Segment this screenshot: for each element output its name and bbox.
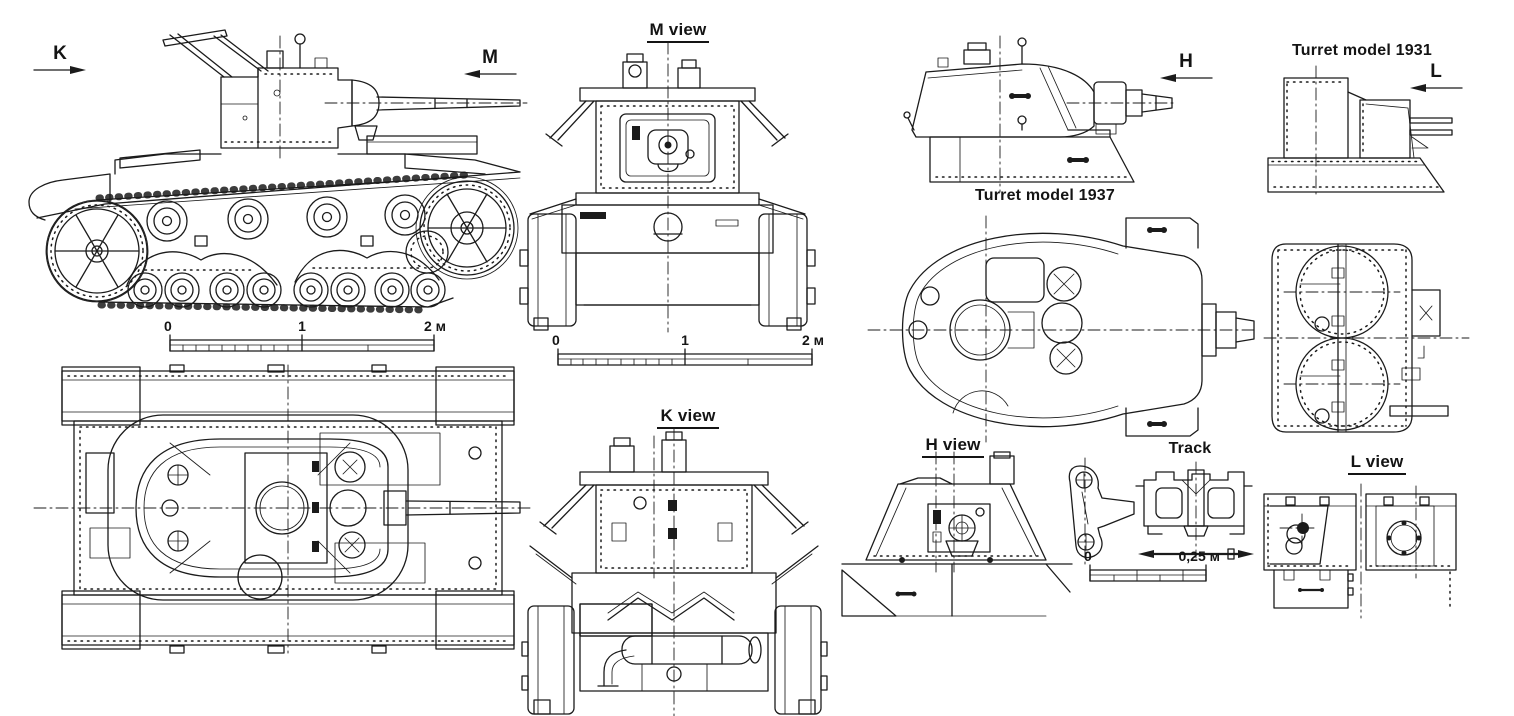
turret-front-view-drawing: [841, 451, 1073, 617]
front-turret: [545, 53, 789, 194]
t37-top-gun: [1201, 303, 1255, 357]
m-direction-label: M: [482, 47, 498, 68]
l-direction-arrow: [1410, 84, 1463, 92]
turret-1931-caption: Turret model 1931: [1291, 42, 1433, 59]
tank-side-view-drawing: [28, 29, 528, 314]
side-hull: [28, 135, 521, 221]
scale-tick: 0: [164, 318, 172, 334]
side-turret: [162, 29, 353, 161]
front-view-label: M view: [646, 20, 710, 43]
t37-side-gun: [1093, 81, 1173, 135]
t37-side-base: [929, 129, 1135, 183]
t37-side-turret: [903, 37, 1095, 138]
front-tracks: [519, 213, 816, 331]
scale-tick: 1: [298, 318, 306, 334]
front-hull: [529, 192, 806, 306]
scale-tick: 0,25 м: [1178, 548, 1221, 564]
scale-bar-track: 0 0,25 м: [1084, 548, 1220, 590]
turret-1931-front-view-label: L view: [1347, 452, 1407, 475]
side-running-gear: [45, 171, 519, 314]
scale-bar-graphic: [557, 348, 813, 366]
rear-tracks: [521, 605, 828, 715]
scale-tick: 0: [552, 332, 560, 348]
scale-tick: 2 м: [801, 332, 824, 348]
tank-top-view-drawing: [33, 364, 533, 654]
scale-bar-graphic: [1089, 564, 1207, 582]
top-turret: [135, 438, 521, 600]
k-direction-marker: K: [32, 44, 88, 76]
tank-rear-view-drawing: [521, 427, 828, 716]
turret-1937-caption: Turret model 1937: [974, 187, 1116, 204]
top-tracks: [61, 364, 515, 654]
track-link-face: [1135, 461, 1253, 559]
track-link-drawing: [1068, 457, 1254, 565]
turret-1937-top-drawing: [867, 215, 1257, 443]
turret-1931-side-drawing: [1267, 65, 1453, 195]
scale-tick: 2 м: [423, 318, 446, 334]
top-antenna-rail: [107, 414, 409, 601]
return-rollers: [146, 194, 426, 242]
k-direction-label: K: [53, 43, 67, 64]
rear-turret: [539, 431, 809, 574]
l-direction-label: L: [1430, 61, 1442, 82]
top-hull: [33, 364, 533, 654]
h-direction-label: H: [1179, 51, 1193, 72]
road-wheels: [127, 272, 446, 308]
track-caption: Track: [1168, 440, 1212, 457]
turret-1931-top-drawing: [1263, 243, 1470, 433]
m-direction-marker: M: [462, 48, 518, 80]
scale-bar-hull-side: 0 1 2 м: [164, 318, 446, 360]
rear-view-label: K view: [657, 406, 719, 429]
l-view-right-turret: [1365, 485, 1457, 611]
track-pin: [1138, 548, 1254, 560]
turret-1937-side-drawing: [903, 35, 1178, 193]
side-gun: [324, 79, 528, 141]
m-direction-arrow: [464, 70, 517, 78]
turret-1931-front-view-drawing: [1263, 483, 1457, 619]
t37-top-body: [901, 217, 1203, 437]
l-direction-marker: L: [1408, 62, 1464, 94]
l-view-left-turret: [1263, 493, 1357, 609]
scale-tick: 1: [681, 332, 689, 348]
k-direction-arrow: [33, 66, 86, 74]
tank-front-view-drawing: [519, 41, 816, 333]
h-direction-arrow: [1160, 74, 1213, 82]
t37-top-hatches: [908, 257, 1083, 414]
track-link-side-profile: [1068, 457, 1135, 565]
rear-hull: [529, 545, 819, 692]
h-direction-marker: H: [1158, 52, 1214, 84]
scale-bar-hull-front: 0 1 2 м: [552, 332, 824, 374]
turret-front-view-label: H view: [922, 435, 984, 458]
scale-tick: 0: [1084, 548, 1092, 564]
scale-bar-graphic: [169, 334, 435, 352]
